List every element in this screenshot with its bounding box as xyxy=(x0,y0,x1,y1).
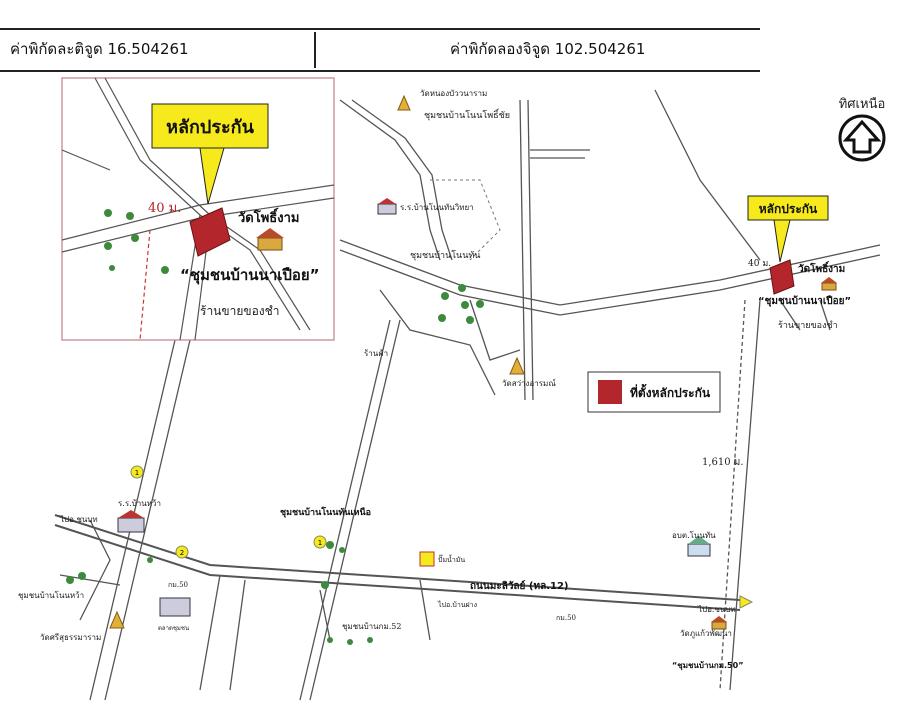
inset-callout-pointer xyxy=(199,147,225,205)
school-mid-label: ร.ร.บ้านหว้า xyxy=(118,499,161,508)
inset-temple-label: วัดโพธิ์งาม xyxy=(238,207,299,226)
inset-map: หลักประกัน 40 ม. วัดโพธิ์งาม “ชุมชนบ้านน… xyxy=(61,77,335,341)
market-label: ตลาดชุมชน xyxy=(158,625,189,632)
north-arrow: ทิศเหนือ xyxy=(838,96,886,162)
temple-top-label: วัดหนองบัววนาราม xyxy=(420,89,487,98)
temple-top-icon xyxy=(397,94,411,111)
inset-temple-icon xyxy=(256,228,284,251)
main-temple-label: วัดโพธิ์งาม xyxy=(798,261,845,275)
temple-bottom-left-icon xyxy=(109,610,125,629)
temple-sawang-label: วัดสว่างอารมณ์ xyxy=(502,378,556,388)
main-callout-label: หลักประกัน xyxy=(759,202,818,216)
route-marker-1: 1 xyxy=(130,465,144,479)
road-center-a xyxy=(299,319,391,701)
main-temple-icon xyxy=(821,277,837,291)
main-shop-label: ร้านขายของชำ xyxy=(778,320,838,331)
gas-station-icon xyxy=(419,551,435,567)
main-collateral-marker xyxy=(769,259,795,295)
shop-mid-label: ร้านค้า xyxy=(364,349,388,358)
temple-sawang-icon xyxy=(509,356,525,375)
latitude-text: ค่าพิกัดละติจูด 16.504261 xyxy=(10,40,189,58)
inset-distance-label: 40 ม. xyxy=(148,201,181,216)
legend-label: ที่ตั้งหลักประกัน xyxy=(630,383,711,400)
district-office-icon xyxy=(687,536,711,557)
community-nonthan-label: ชุมชนบ้านโนนทัน xyxy=(410,250,480,261)
inset-trees xyxy=(104,209,169,274)
highway-12-a xyxy=(54,514,741,601)
inset-shop-label: ร้านขายของชำ xyxy=(200,304,280,318)
main-callout-box xyxy=(747,195,829,221)
route-distance-label: 1,610 ม. xyxy=(702,457,744,468)
inset-community-label: “ชุมชนบ้านนาเปือย” xyxy=(180,266,320,285)
main-callout: หลักประกัน xyxy=(747,195,829,263)
community-bottom-left-label: ชุมชนบ้านโนนหว้า xyxy=(18,590,84,600)
school-nonthan-icon xyxy=(377,198,397,215)
direction-left-label: ไปอ.ชนบท xyxy=(59,515,98,524)
community-nonthan-nuea-label: ชุมชนบ้านโนนทันเหนือ xyxy=(280,506,371,518)
coordinates-divider xyxy=(314,32,316,68)
route-marker-2: 2 xyxy=(175,545,189,559)
building-icon xyxy=(159,597,191,617)
north-label: ทิศเหนือ xyxy=(839,96,886,112)
legend-swatch xyxy=(598,380,622,404)
district-office-label: อบต.โนนทัน xyxy=(672,530,716,540)
dashed-boundary xyxy=(430,179,501,261)
trees-bottom-left xyxy=(66,541,373,645)
road-name-label: ถนนมะลิวัลย์ (ทล.12) xyxy=(470,580,568,592)
main-distance-label: 40 ม. xyxy=(748,259,771,269)
svg-text:1: 1 xyxy=(318,539,322,547)
school-left-icon xyxy=(117,510,145,533)
km-mid-label: กม.50 xyxy=(556,614,576,622)
road-diagonal-left-b xyxy=(104,339,191,701)
east-arrow-icon xyxy=(739,595,754,609)
north-arrow-icon xyxy=(842,119,882,154)
inset-callout-box xyxy=(151,103,269,149)
direction-mid-label: ไปอ.บ้านฝาง xyxy=(437,600,477,609)
route-marker-3: 1 xyxy=(313,535,327,549)
coordinates-bar: ค่าพิกัดละติจูด 16.504261 ค่าพิกัดลองจิจ… xyxy=(0,28,760,72)
legend: ที่ตั้งหลักประกัน xyxy=(587,371,721,413)
temple-bottom-right-icon xyxy=(711,616,727,630)
trees-center xyxy=(438,284,484,324)
temple-bottom-right-label: วัดภูแก้วพัฒนา xyxy=(680,629,732,639)
inset-callout-label: หลักประกัน xyxy=(166,117,254,138)
community-km52-label: ชุมชนบ้านกม.52 xyxy=(342,622,401,631)
road-upper-a xyxy=(339,99,441,261)
svg-text:1: 1 xyxy=(135,469,139,477)
main-community-label: “ชุมชนบ้านนาเปือย” xyxy=(758,295,851,307)
community-km50-label: “ชุมชนบ้านกม.50” xyxy=(672,660,743,671)
temple-bottom-left-label: วัดศรีสุธรรมาราม xyxy=(40,633,101,642)
svg-text:2: 2 xyxy=(180,549,184,557)
direction-east-label: ไปอ.ชนบท xyxy=(697,605,736,614)
road-center-b xyxy=(309,319,401,701)
km-left-label: กม.50 xyxy=(168,581,188,589)
school-nonthan-label: ร.ร.บ้านโนนทันวิทยา xyxy=(400,202,474,212)
highway-12-b xyxy=(54,524,741,611)
inset-collateral-marker xyxy=(189,207,231,257)
main-callout-pointer xyxy=(773,219,791,263)
longitude-text: ค่าพิกัดลองจิจูด 102.504261 xyxy=(450,40,646,58)
gas-station-label: ปั๊มน้ำมัน xyxy=(438,553,465,564)
community-nonpho-label: ชุมชนบ้านโนนโพธิ์ชัย xyxy=(424,108,510,121)
